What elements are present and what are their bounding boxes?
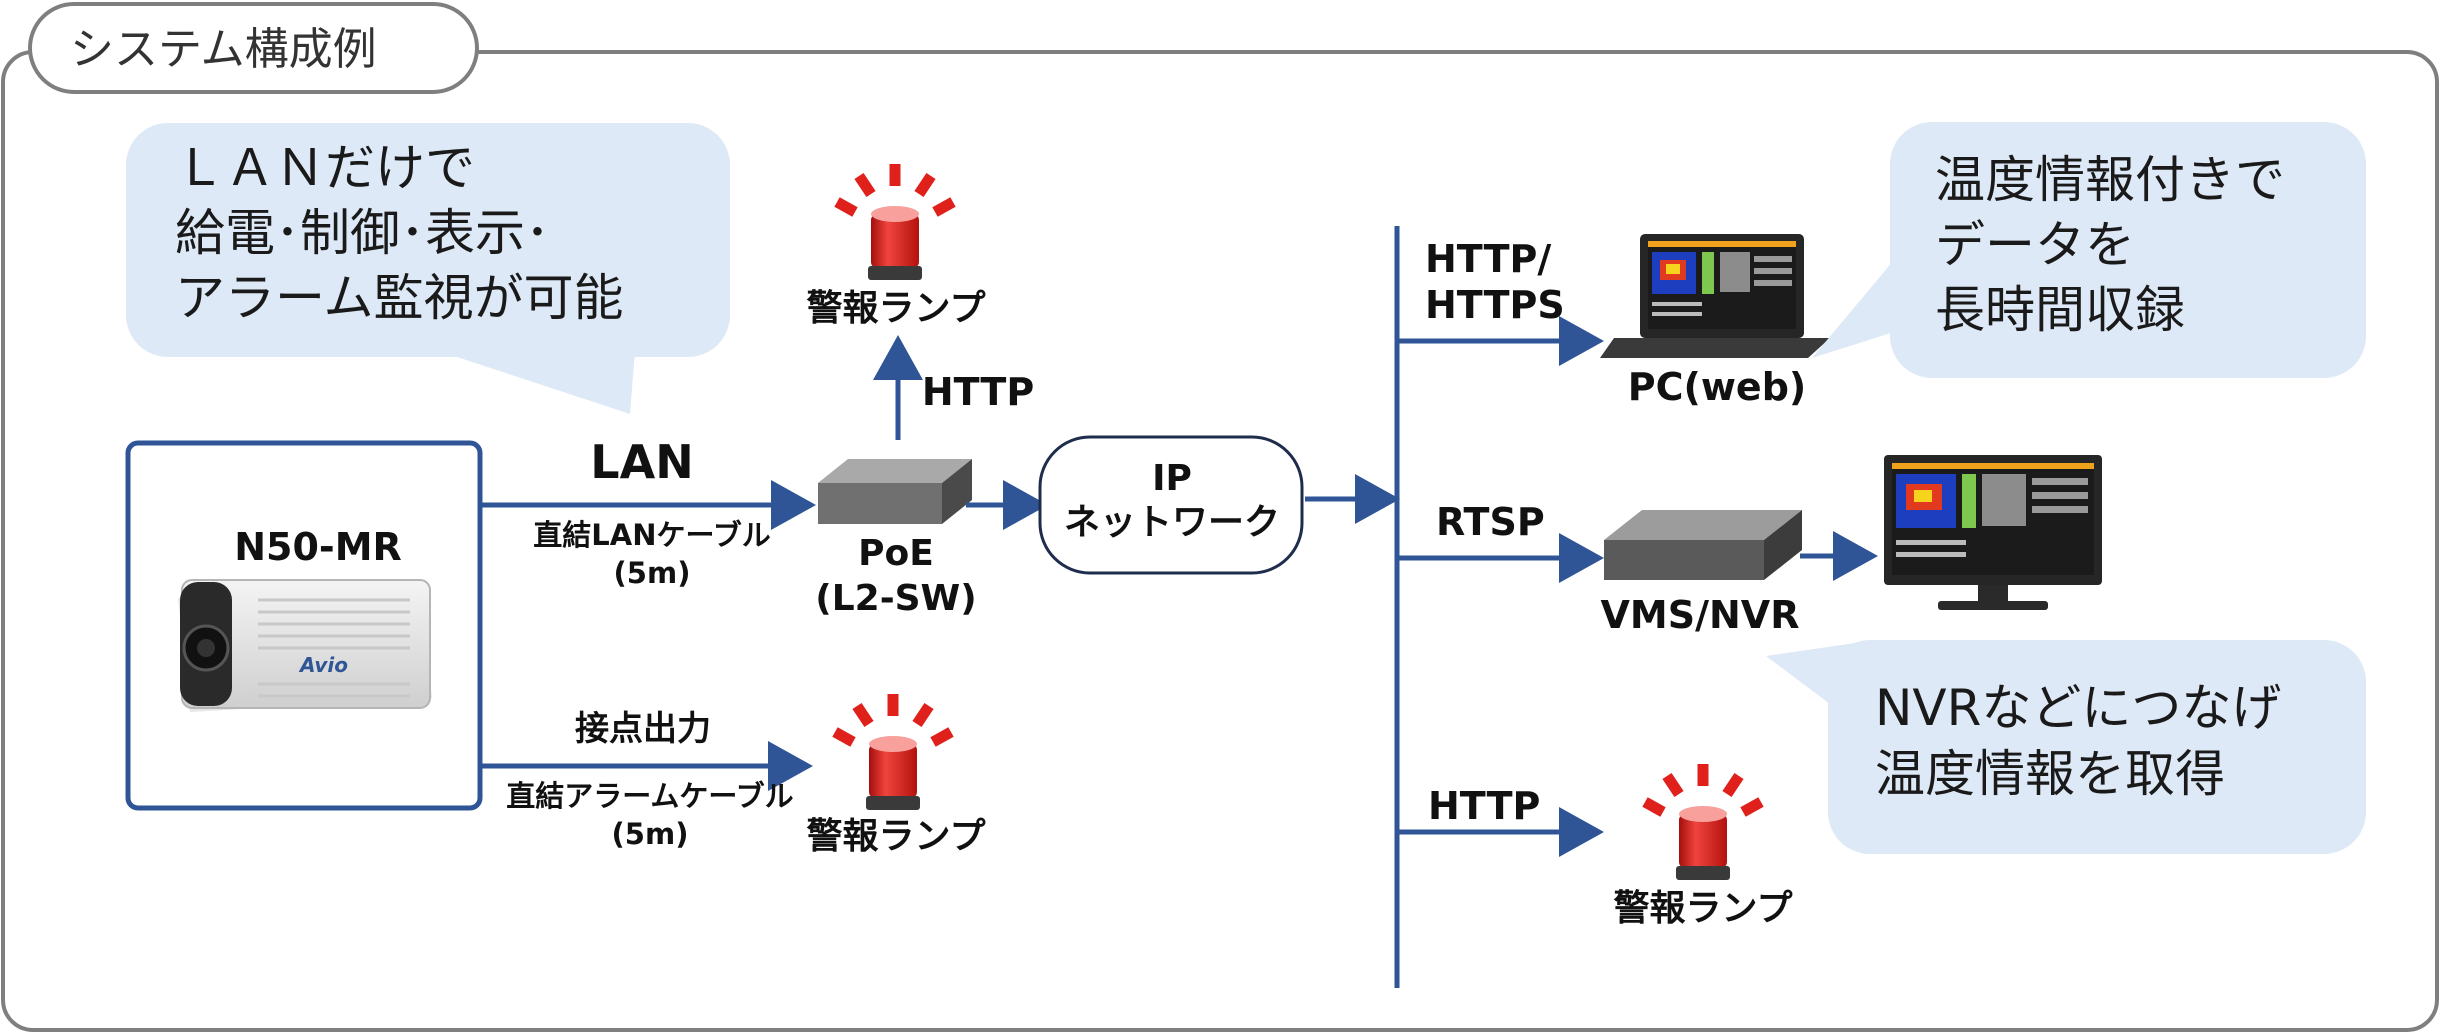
rtsp-label: RTSP: [1436, 500, 1545, 544]
lamp-top-label: 警報ランプ: [807, 288, 986, 329]
laptop-icon: [1600, 234, 1830, 358]
poe-sub-label: (L2-SW): [815, 578, 976, 619]
lamp-bottom-label: 警報ランプ: [807, 816, 986, 857]
callout-bottom-right-line1: NVRなどにつなげ: [1875, 679, 2281, 737]
pc-label: PC(web): [1628, 365, 1807, 409]
poe-label: PoE: [858, 533, 934, 574]
camera-icon: Avio: [178, 579, 432, 712]
page-title: システム構成例: [70, 24, 377, 75]
contact-title: 接点出力: [575, 709, 711, 749]
lan-title: LAN: [590, 435, 693, 489]
monitor-icon: [1884, 455, 2102, 610]
alarm-length-label: (5m): [612, 817, 689, 851]
callout-top-right-line2: データを: [1935, 216, 2135, 274]
callout-left-line1: ＬＡＮだけで: [175, 139, 475, 197]
callout-left: ＬＡＮだけで 給電･制御･表示･ アラーム監視が可能: [126, 123, 730, 414]
callout-left-line3: アラーム監視が可能: [175, 269, 624, 327]
title-tab: [28, 2, 479, 94]
http-up-label: HTTP: [922, 370, 1034, 414]
camera-brand-logo: Avio: [298, 653, 348, 677]
ip-network-sub-label: ネットワーク: [1064, 502, 1280, 543]
nvr-box-icon: [1604, 510, 1802, 580]
callout-left-line2: 給電･制御･表示･: [175, 204, 550, 262]
ip-network-box: [1038, 435, 1304, 575]
http-https-label: HTTP/: [1425, 237, 1551, 281]
camera-name: N50-MR: [234, 525, 402, 569]
vms-nvr-label: VMS/NVR: [1601, 593, 1800, 637]
callout-bottom-right-line2: 温度情報を取得: [1875, 745, 2225, 803]
lan-length-label: (5m): [614, 556, 691, 590]
poe-switch-icon: [818, 459, 972, 524]
callout-top-right-line3: 長時間収録: [1935, 281, 2185, 339]
http-https-label-2: HTTPS: [1425, 283, 1565, 327]
callout-top-right: 温度情報付きで データを 長時間収録: [1812, 122, 2366, 378]
callout-top-right-line1: 温度情報付きで: [1935, 151, 2285, 209]
callout-bottom-right: NVRなどにつなげ 温度情報を取得: [1766, 640, 2366, 854]
ip-network-label: IP: [1152, 458, 1192, 499]
lan-cable-label: 直結LANケーブル: [533, 518, 770, 552]
http-bottom-label: HTTP: [1428, 784, 1540, 828]
alarm-cable-label: 直結アラームケーブル: [506, 779, 793, 813]
lamp-right-label: 警報ランプ: [1614, 888, 1793, 929]
